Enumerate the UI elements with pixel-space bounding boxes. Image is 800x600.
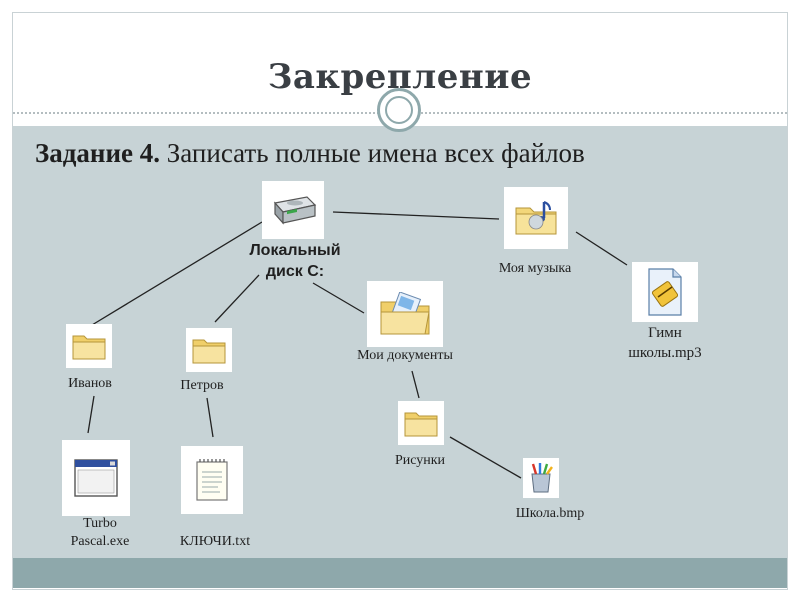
anthem-file-label-line2: школы.mp3 <box>628 345 702 361</box>
link-ivanov-turbo <box>87 395 95 434</box>
link-root-ivanov <box>91 221 263 326</box>
folder-icon <box>72 335 106 360</box>
documents-folder-icon <box>380 292 430 335</box>
my-music-node[interactable] <box>504 187 568 249</box>
folder-icon <box>404 412 438 437</box>
pictures-folder-node[interactable] <box>398 401 444 445</box>
keys-file-node[interactable] <box>181 446 243 514</box>
hard-drive-icon <box>273 196 317 225</box>
anthem-file-label: Гимн школы.mp3 <box>600 323 730 363</box>
turbo-pascal-label-line1: Turbo <box>83 516 117 531</box>
turbo-pascal-file-label: Turbo Pascal.exe <box>45 515 155 551</box>
task-number: Задание 4. <box>35 138 161 168</box>
local-disk-label-line1: Локальный <box>249 242 341 259</box>
link-documents-pictures <box>411 370 420 399</box>
link-petrov-keys <box>206 397 214 438</box>
turbo-pascal-file-node[interactable] <box>62 440 130 516</box>
audio-file-icon <box>648 268 682 316</box>
school-file-node[interactable] <box>523 458 559 498</box>
link-music-anthem <box>575 231 628 266</box>
my-music-label: Моя музыка <box>498 261 572 276</box>
anthem-file-label-line1: Гимн <box>648 325 682 341</box>
link-root-petrov <box>214 274 260 323</box>
ivanov-folder-node[interactable] <box>66 324 112 368</box>
link-root-documents <box>312 282 365 314</box>
anthem-file-node[interactable] <box>632 262 698 322</box>
task-heading: Задание 4. Записать полные имена всех фа… <box>35 138 585 169</box>
music-folder-icon <box>515 201 557 235</box>
application-window-icon <box>74 459 118 497</box>
petrov-folder-node[interactable] <box>186 328 232 372</box>
task-text: Записать полные имена всех файлов <box>160 138 585 168</box>
my-documents-label: Мои документы <box>357 348 453 363</box>
folder-icon <box>192 339 226 364</box>
pictures-folder-label: Рисунки <box>394 453 446 468</box>
text-file-icon <box>196 459 228 501</box>
link-root-music <box>332 211 500 220</box>
link-pictures-school <box>449 436 522 479</box>
local-disk-node[interactable] <box>262 181 324 239</box>
turbo-pascal-label-line2: Pascal.exe <box>70 534 130 549</box>
school-file-label: Школа.bmp <box>515 506 585 521</box>
local-disk-label: Локальный диск С: <box>225 240 365 282</box>
petrov-folder-label: Петров <box>180 378 224 393</box>
ivanov-folder-label: Иванов <box>68 376 112 391</box>
my-documents-node[interactable] <box>367 281 443 347</box>
keys-file-label: КЛЮЧИ.txt <box>179 534 251 549</box>
bottom-bar <box>13 558 787 588</box>
ring-badge-icon <box>377 88 421 132</box>
local-disk-label-line2: диск С: <box>265 263 325 280</box>
paint-image-icon <box>531 463 553 493</box>
